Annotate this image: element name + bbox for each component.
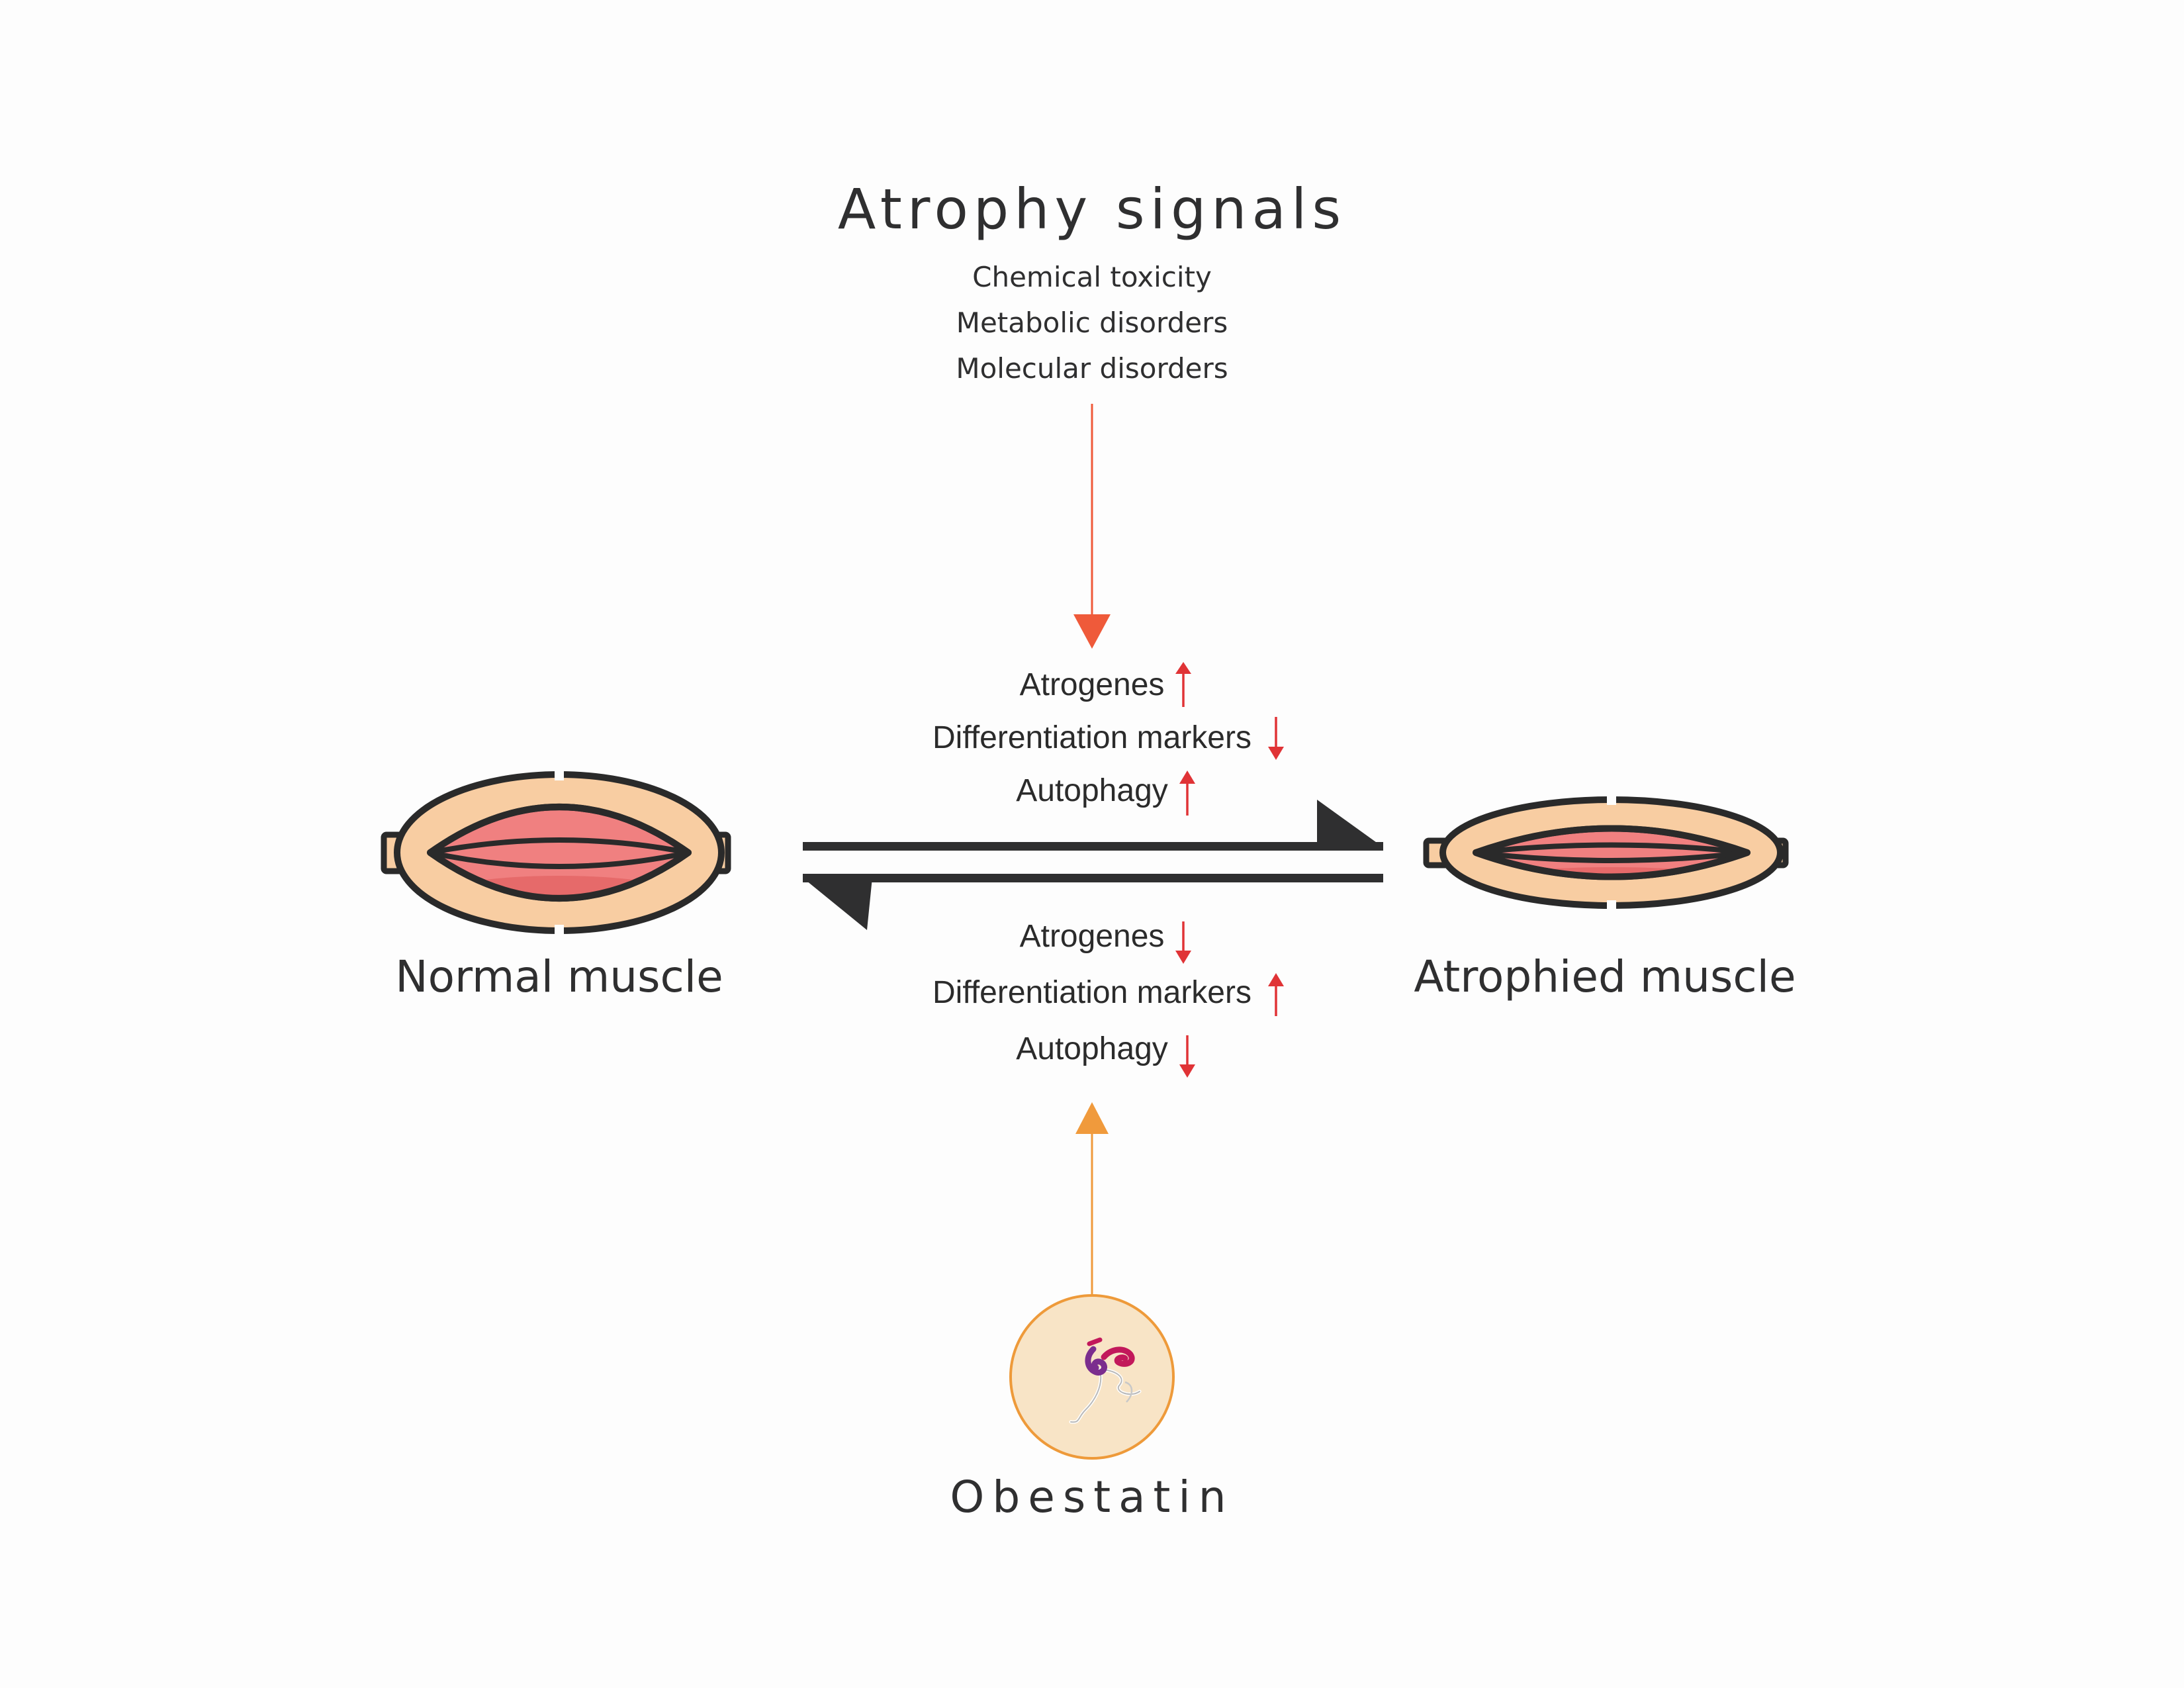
atrophy-signal-arrow — [1073, 404, 1111, 649]
normal-muscle-icon — [381, 769, 731, 936]
signal-item-chemical-toxicity: Chemical toxicity — [972, 261, 1212, 293]
signal-item-molecular-disorders: Molecular disorders — [956, 352, 1228, 385]
up-arrow-icon — [1179, 771, 1195, 816]
forward-reaction-arrow — [803, 800, 1383, 851]
obestatin-icon — [1009, 1294, 1175, 1460]
forward-differentiation-label: Differentiation markers — [933, 720, 1251, 755]
reverse-atrogenes-label: Atrogenes — [1020, 919, 1165, 954]
signal-item-metabolic-disorders: Metabolic disorders — [956, 306, 1228, 339]
up-arrow-icon — [1175, 662, 1191, 707]
down-arrow-icon — [1175, 921, 1191, 964]
obestatin-label: Obestatin — [950, 1472, 1234, 1523]
reverse-reaction-arrow — [803, 874, 1383, 930]
reverse-autophagy-label: Autophagy — [1016, 1031, 1168, 1066]
atrophy-signals-title: Atrophy signals — [838, 177, 1346, 242]
obestatin-arrow — [1075, 1102, 1109, 1294]
atrophied-muscle-icon — [1423, 794, 1789, 911]
down-arrow-icon — [1268, 717, 1284, 760]
atrophied-muscle-label: Atrophied muscle — [1414, 951, 1796, 1002]
down-arrow-icon — [1179, 1035, 1195, 1078]
up-arrow-icon — [1268, 973, 1284, 1016]
reverse-differentiation-label: Differentiation markers — [933, 975, 1251, 1010]
forward-atrogenes-label: Atrogenes — [1020, 667, 1165, 702]
normal-muscle-label: Normal muscle — [395, 951, 723, 1002]
forward-autophagy-label: Autophagy — [1016, 773, 1168, 808]
